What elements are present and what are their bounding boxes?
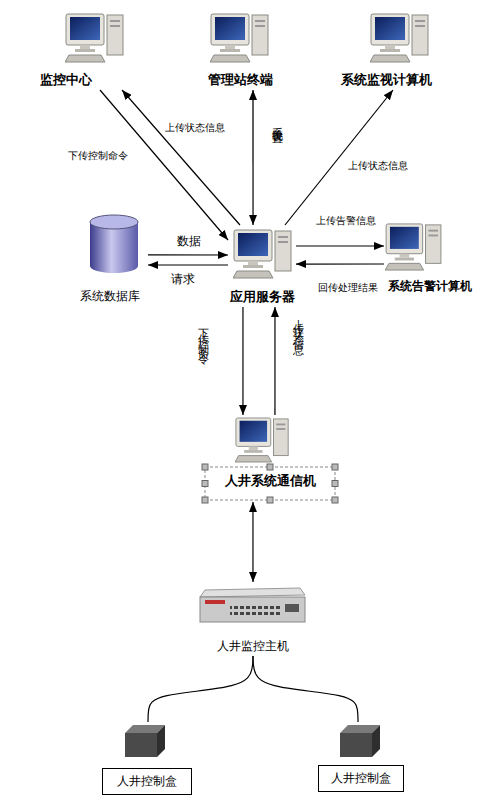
computer-icon bbox=[233, 230, 291, 278]
computer-icon bbox=[210, 14, 268, 62]
node-label: 系统告警计算机 bbox=[386, 278, 474, 294]
device-top bbox=[200, 588, 305, 597]
database-node: 系统数据库 bbox=[72, 212, 148, 306]
cube-front bbox=[125, 733, 157, 757]
node-label: 人井监控主机 bbox=[198, 638, 308, 654]
device-badge bbox=[205, 600, 225, 604]
connector bbox=[148, 656, 253, 722]
computer-node: 系统监视计算机 bbox=[336, 10, 436, 90]
device-port bbox=[285, 604, 299, 612]
edge-label: 系统设置 bbox=[271, 118, 283, 126]
dashed-frame bbox=[205, 467, 335, 500]
frame-handle bbox=[332, 481, 338, 487]
connector bbox=[274, 307, 275, 415]
edge-label: 上传告警信息 bbox=[316, 215, 376, 227]
node-label: 管理站终端 bbox=[200, 72, 280, 88]
connector bbox=[242, 307, 243, 415]
connector bbox=[252, 502, 253, 582]
selection-frame bbox=[202, 464, 338, 503]
control-box-node: 人井控制盒 bbox=[100, 722, 194, 796]
edge-label: 下传控制命令 bbox=[68, 150, 128, 162]
frame-handle bbox=[332, 464, 338, 470]
connector bbox=[122, 90, 240, 225]
node-label: 系统数据库 bbox=[72, 288, 148, 304]
control-box-node: 人井控制盒 bbox=[316, 722, 406, 794]
computer-icon bbox=[65, 14, 123, 62]
computer-icon bbox=[370, 14, 428, 62]
connector bbox=[100, 90, 228, 240]
computer-icon bbox=[385, 224, 441, 270]
cylinder-bottom bbox=[90, 259, 138, 273]
edge-label: 数据 bbox=[177, 234, 201, 248]
control-box-cube bbox=[125, 725, 165, 757]
frame-handle bbox=[267, 497, 273, 503]
edge-label: 上传状态信息 bbox=[165, 122, 225, 134]
node-label: 人井系统通信机 bbox=[205, 473, 335, 489]
connector bbox=[296, 263, 384, 264]
node-label: 应用服务器 bbox=[228, 289, 296, 305]
computer-node: 人井系统通信机 bbox=[205, 415, 335, 502]
connector bbox=[296, 245, 384, 246]
frame-handle bbox=[332, 497, 338, 503]
frame-handle bbox=[202, 481, 208, 487]
edge-label: 回传处理结果 bbox=[318, 282, 378, 294]
device-front bbox=[200, 597, 305, 622]
host-device bbox=[200, 588, 305, 622]
cylinder-top bbox=[90, 215, 138, 229]
edge-label: 上传状态信息 bbox=[348, 160, 408, 172]
node-label: 监控中心 bbox=[35, 72, 97, 88]
edge-label: 下传控制命令 bbox=[197, 320, 209, 350]
device-ports bbox=[230, 604, 280, 616]
computer-node: 监控中心 bbox=[35, 10, 130, 90]
edge-label: 请求 bbox=[171, 272, 195, 286]
computer-node: 管理站终端 bbox=[200, 10, 280, 90]
edge-label: 上传状态信息 bbox=[292, 310, 304, 340]
computer-icon bbox=[235, 418, 288, 462]
node-label: 人井控制盒 bbox=[102, 768, 192, 795]
cube-front bbox=[340, 733, 372, 757]
connector bbox=[252, 90, 253, 225]
frame-handle bbox=[202, 464, 208, 470]
connector bbox=[148, 264, 228, 265]
cube-side bbox=[157, 725, 165, 757]
computer-node: 系统告警计算机 bbox=[384, 218, 474, 296]
cube-side bbox=[372, 725, 380, 757]
frame-handle bbox=[267, 464, 273, 470]
database-cylinder bbox=[90, 215, 138, 273]
control-box-cube bbox=[340, 725, 380, 757]
connector bbox=[253, 656, 358, 722]
frame-handle bbox=[202, 497, 208, 503]
node-label: 人井控制盒 bbox=[318, 765, 404, 792]
server-node: 应用服务器 bbox=[228, 225, 296, 307]
node-label: 系统监视计算机 bbox=[336, 72, 436, 88]
connector bbox=[148, 254, 228, 255]
host-node: 人井监控主机 bbox=[198, 582, 308, 656]
connector bbox=[285, 90, 393, 225]
